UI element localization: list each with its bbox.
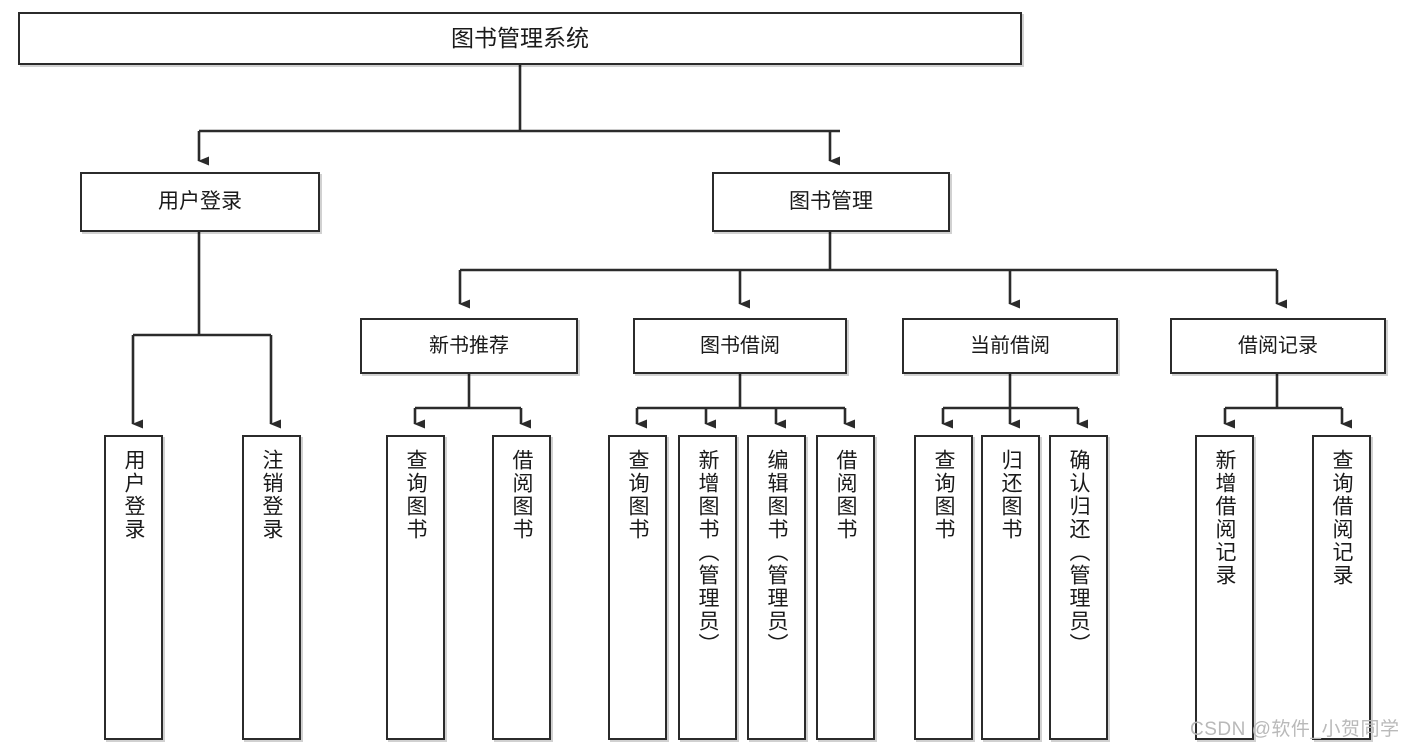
node-book-management[interactable]: 图书管理: [712, 172, 950, 232]
leaf-borrow-edit-book[interactable]: 编辑图书（管理员）: [747, 435, 806, 740]
node-label: 借阅图书: [510, 449, 533, 541]
node-label: 确认归还（管理员）: [1067, 449, 1090, 656]
node-user-login[interactable]: 用户登录: [80, 172, 320, 232]
node-label: 用户登录: [122, 449, 145, 541]
leaf-new-book-borrow[interactable]: 借阅图书: [492, 435, 551, 740]
node-label: 借阅图书: [834, 449, 857, 541]
node-label: 编辑图书（管理员）: [765, 449, 788, 656]
node-label: 查询图书: [626, 449, 649, 541]
node-label: 图书管理系统: [451, 25, 589, 52]
node-label: 新增图书（管理员）: [696, 449, 719, 656]
node-borrow-records[interactable]: 借阅记录: [1170, 318, 1386, 374]
node-book-borrow[interactable]: 图书借阅: [633, 318, 847, 374]
node-root-system[interactable]: 图书管理系统: [18, 12, 1022, 65]
leaf-current-query-book[interactable]: 查询图书: [914, 435, 973, 740]
node-label: 查询图书: [404, 449, 427, 541]
node-label: 借阅记录: [1238, 334, 1318, 357]
watermark-text: CSDN @软件_小贺同学: [1190, 719, 1400, 740]
node-label: 查询图书: [932, 449, 955, 541]
leaf-current-confirm-return[interactable]: 确认归还（管理员）: [1049, 435, 1108, 740]
leaf-borrow-borrow-book[interactable]: 借阅图书: [816, 435, 875, 740]
node-label: 新增借阅记录: [1213, 449, 1236, 587]
leaf-new-book-query[interactable]: 查询图书: [386, 435, 445, 740]
node-label: 用户登录: [158, 189, 242, 213]
node-label: 归还图书: [999, 449, 1022, 541]
node-current-borrow[interactable]: 当前借阅: [902, 318, 1118, 374]
node-label: 图书借阅: [700, 334, 780, 357]
leaf-records-add-record[interactable]: 新增借阅记录: [1195, 435, 1254, 740]
leaf-borrow-query-book[interactable]: 查询图书: [608, 435, 667, 740]
leaf-user-login-logout[interactable]: 注销登录: [242, 435, 301, 740]
node-label: 图书管理: [789, 189, 873, 213]
node-label: 注销登录: [260, 449, 283, 541]
leaf-current-return-book[interactable]: 归还图书: [981, 435, 1040, 740]
leaf-user-login-login[interactable]: 用户登录: [104, 435, 163, 740]
leaf-borrow-add-book[interactable]: 新增图书（管理员）: [678, 435, 737, 740]
node-new-book-recommend[interactable]: 新书推荐: [360, 318, 578, 374]
node-label: 当前借阅: [970, 334, 1050, 357]
node-label: 查询借阅记录: [1330, 449, 1353, 587]
leaf-records-query-record[interactable]: 查询借阅记录: [1312, 435, 1371, 740]
node-label: 新书推荐: [429, 334, 509, 357]
